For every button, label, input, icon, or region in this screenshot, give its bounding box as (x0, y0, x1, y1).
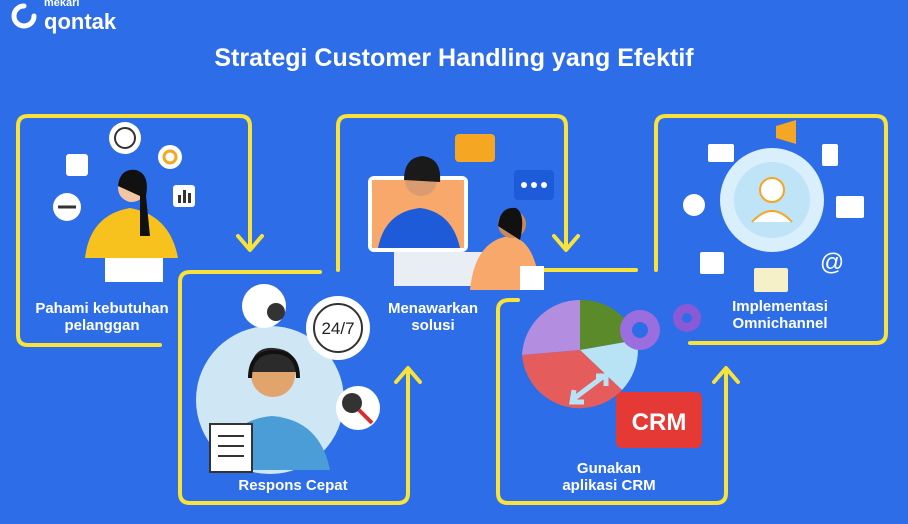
illustration-understand-needs (53, 122, 195, 282)
store-icon (700, 252, 724, 274)
step-label-omnichannel: Implementasi Omnichannel (732, 298, 828, 332)
shop-icon (754, 268, 788, 292)
gear-icon (620, 310, 660, 350)
step-label-offer-solution: Menawarkan solusi (387, 300, 479, 334)
arrows-icon (569, 373, 609, 405)
recycle-icon (66, 154, 88, 176)
target-icon (158, 145, 182, 169)
brand-logo: mekari qontak (10, 0, 116, 33)
phone-icon (822, 144, 838, 166)
connector-step1 (16, 114, 252, 347)
support-headset-icon (683, 194, 705, 216)
clipboard-icon (209, 423, 253, 473)
user-avatar-icon (759, 177, 785, 203)
illustration-omnichannel: @ (683, 120, 864, 292)
chat-bubble-icon (455, 134, 495, 162)
at-icon: @ (820, 249, 844, 276)
megaphone-icon (776, 120, 796, 144)
connector-step3 (336, 114, 568, 272)
brand-subtitle: mekari (44, 0, 80, 9)
illustration-crm: CRM (522, 299, 702, 448)
connector-step5 (654, 114, 888, 345)
gear-small-icon (673, 304, 701, 332)
connector-arrow-up-4 (712, 366, 740, 384)
clock-24-7-icon (306, 296, 370, 360)
woman-figure (85, 208, 178, 258)
illustration-fast-response: 24/7 (196, 284, 380, 474)
connector-step2 (178, 270, 410, 505)
page-title: Strategi Customer Handling yang Efektif (214, 44, 694, 72)
globe-icon (109, 122, 141, 154)
qontak-logo-icon (11, 3, 37, 29)
connector-arrow-down-3 (552, 234, 580, 252)
step-label-crm: Gunakan aplikasi CRM (562, 460, 656, 494)
step-label-fast-response: Respons Cepat (238, 477, 348, 494)
book-icon (836, 196, 864, 218)
connector-arrow-down-1 (236, 234, 264, 252)
illustration-offer-solution (368, 134, 554, 290)
crm-badge (616, 392, 702, 448)
hours-badge: 24/7 (321, 319, 354, 338)
connector-step4 (496, 298, 728, 505)
svg-text:CRM: CRM (632, 409, 687, 436)
headset-icon (248, 349, 300, 379)
brand-name: qontak (44, 9, 117, 34)
laptop-icon (708, 144, 734, 162)
connector-arrow-up-2 (394, 366, 422, 384)
step-label-understand: Pahami kebutuhan pelanggan (35, 300, 169, 334)
